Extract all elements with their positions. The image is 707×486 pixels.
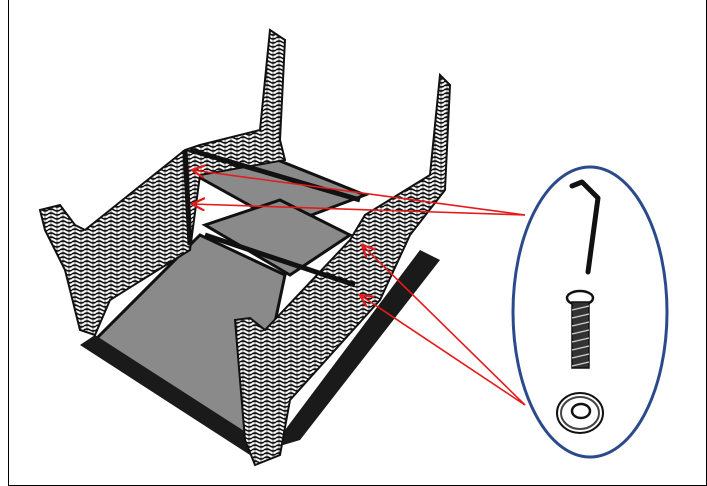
bench-illustration xyxy=(38,28,452,467)
callout-ellipse xyxy=(511,165,669,459)
arrow-2 xyxy=(192,204,526,216)
cross-rail-lower xyxy=(204,232,356,288)
hardware-callout xyxy=(511,165,669,459)
washer-icon xyxy=(556,392,604,434)
right-wicker-side xyxy=(233,72,452,467)
bench-leg xyxy=(182,149,193,246)
arrow-3 xyxy=(362,245,526,406)
seat-panel-middle xyxy=(201,198,353,277)
bench-frame xyxy=(80,250,440,455)
cross-rail-upper xyxy=(189,147,361,203)
arrow-4 xyxy=(360,295,526,406)
bolt-icon xyxy=(565,289,595,369)
arrow-1 xyxy=(192,170,526,216)
left-wicker-side xyxy=(38,28,287,337)
allen-key-icon xyxy=(569,179,601,275)
pointer-arrows xyxy=(192,170,526,406)
